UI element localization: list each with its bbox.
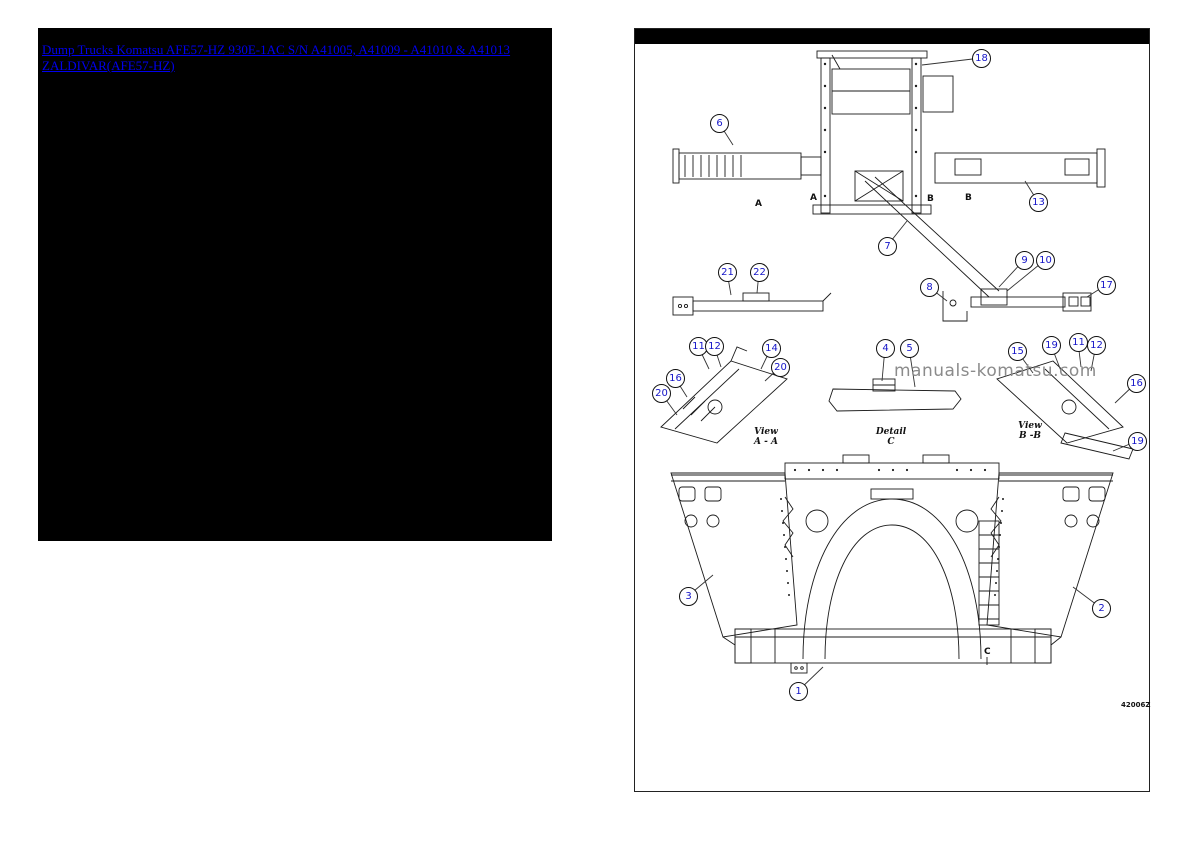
callout-3: 3 [679,587,698,606]
technical-drawing [660,50,1134,674]
callout-20: 20 [652,384,671,403]
section-marker-A: A [755,199,762,209]
callout-14: 14 [762,339,781,358]
section-marker-B: B [927,194,934,204]
callout-7: 7 [878,237,897,256]
callout-2: 2 [1092,599,1111,618]
callout-19: 19 [1128,432,1147,451]
callout-5: 5 [900,339,919,358]
callout-leader-lines [660,57,1138,692]
callout-13: 13 [1029,193,1048,212]
callout-18: 18 [972,49,991,68]
callout-11: 11 [1069,333,1088,352]
callout-12: 12 [705,337,724,356]
left-black-panel: Dump Trucks Komatsu AFE57-HZ 930E-1AC S/… [38,28,552,541]
callout-12: 12 [1087,336,1106,355]
callout-21: 21 [718,263,737,282]
parts-catalog-link[interactable]: Dump Trucks Komatsu AFE57-HZ 930E-1AC S/… [42,42,511,73]
callout-22: 22 [750,263,769,282]
section-marker-B: B [965,193,972,203]
callout-15: 15 [1008,342,1027,361]
diagram-header-bar [635,29,1149,44]
callout-6: 6 [710,114,729,133]
callout-10: 10 [1036,251,1055,270]
watermark: manuals-komatsu.com [894,361,1097,381]
section-marker-A: A [810,193,817,203]
callout-17: 17 [1097,276,1116,295]
callout-16: 16 [1127,374,1146,393]
callout-9: 9 [1015,251,1034,270]
callout-4: 4 [876,339,895,358]
section-marker-C: C [984,647,991,657]
callout-16: 16 [666,369,685,388]
drawing-code: 42006Z [1121,701,1151,709]
callout-20: 20 [771,358,790,377]
callout-19: 19 [1042,336,1061,355]
callout-8: 8 [920,278,939,297]
callout-1: 1 [789,682,808,701]
